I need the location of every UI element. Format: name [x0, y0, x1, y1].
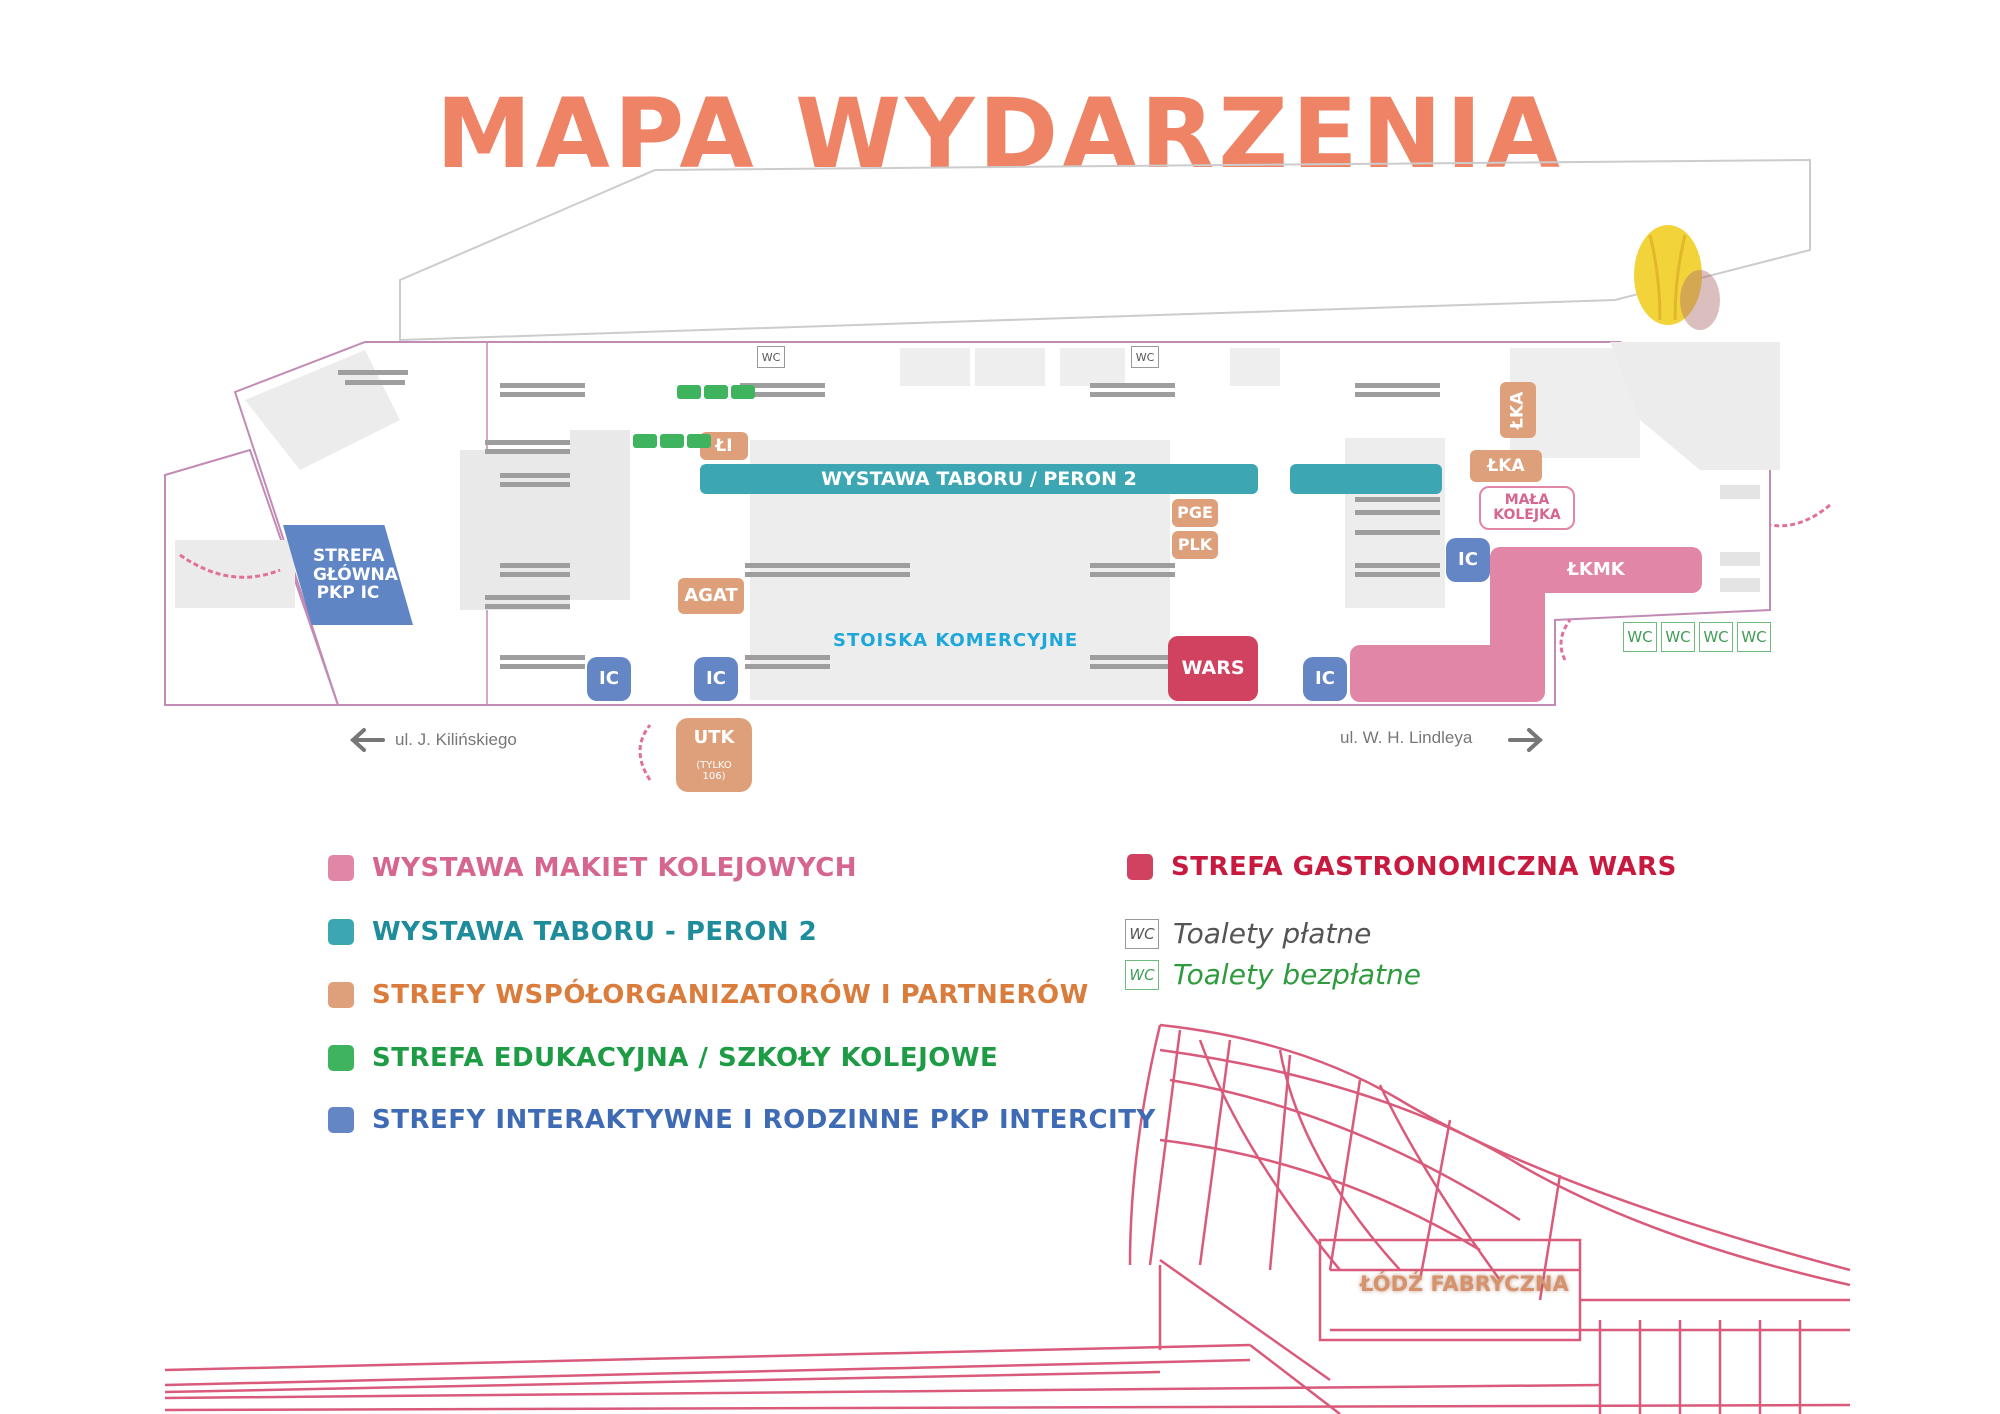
- zone-agat[interactable]: AGAT: [678, 578, 744, 614]
- zone-lka[interactable]: ŁKA: [1470, 450, 1542, 482]
- station-name: ŁÓDŹ FABRYCZNA: [1360, 1272, 1569, 1296]
- wc-text: WC: [1741, 628, 1767, 646]
- legend-label: Toalety bezpłatne: [1173, 958, 1422, 991]
- legend-label: STREFA GASTRONOMICZNA WARS: [1171, 852, 1677, 882]
- zone-label: ŁKA: [1507, 391, 1528, 429]
- zone-mala-kolejka[interactable]: MAŁA KOLEJKA: [1479, 486, 1575, 530]
- legend-item: STREFY INTERAKTYWNE I RODZINNE PKP INTER…: [328, 1105, 1156, 1135]
- wc-paid-marker[interactable]: WC: [1131, 346, 1159, 368]
- wc-free-marker[interactable]: WC: [1661, 622, 1695, 652]
- legend-label: WYSTAWA TABORU - PERON 2: [372, 917, 818, 947]
- legend-swatch: [1127, 854, 1153, 880]
- legend-item: WYSTAWA TABORU - PERON 2: [328, 917, 817, 947]
- wc-text: WC: [1129, 965, 1155, 984]
- legend-wc-paid: WC Toalety płatne: [1125, 917, 1371, 950]
- zone-ic-3[interactable]: IC: [1303, 657, 1347, 701]
- zone-label: STREFA GŁÓWNA PKP IC: [313, 545, 398, 604]
- legend-label: STREFY INTERAKTYWNE I RODZINNE PKP INTER…: [372, 1105, 1156, 1135]
- zone-lka-vertical[interactable]: ŁKA: [1500, 382, 1536, 438]
- education-block[interactable]: [633, 434, 657, 448]
- zone-wars[interactable]: WARS: [1168, 636, 1258, 701]
- legend-item: WYSTAWA MAKIET KOLEJOWYCH: [328, 853, 857, 883]
- wc-text: WC: [1627, 628, 1653, 646]
- zone-ic-4[interactable]: IC: [1446, 538, 1490, 582]
- legend-label: STREFY WSPÓŁORGANIZATORÓW I PARTNERÓW: [372, 980, 1089, 1010]
- zone-label: ŁKMK: [1567, 559, 1625, 581]
- zone-plk[interactable]: PLK: [1172, 531, 1218, 559]
- legend-swatch: [328, 919, 354, 945]
- legend-swatch: [328, 982, 354, 1008]
- balloon-icon: [1634, 225, 1702, 325]
- zone-label: ŁI: [715, 435, 733, 456]
- zone-label: IC: [1458, 549, 1478, 571]
- wc-free-icon: WC: [1125, 959, 1159, 990]
- legend-label: WYSTAWA MAKIET KOLEJOWYCH: [372, 853, 858, 883]
- wc-paid-marker[interactable]: WC: [757, 346, 785, 368]
- stoiska-komercyjne-label: STOISKA KOMERCYJNE: [833, 630, 1079, 651]
- zone-wystawa-taboru[interactable]: WYSTAWA TABORU / PERON 2: [700, 464, 1258, 494]
- zone-label: WARS: [1181, 657, 1245, 680]
- zone-wystawa-taboru-extension[interactable]: [1290, 464, 1442, 494]
- zone-label: UTK: [693, 727, 735, 748]
- zone-label: PLK: [1177, 535, 1213, 555]
- legend-wc-free: WC Toalety bezpłatne: [1125, 958, 1421, 991]
- legend-swatch: [328, 1107, 354, 1133]
- zone-note: (TYLKO 106): [696, 759, 732, 782]
- zone-lkmk-bottom[interactable]: [1350, 645, 1545, 702]
- street-right: ul. W. H. Lindleya: [1340, 728, 1473, 747]
- zone-label: IC: [706, 668, 726, 690]
- zone-label: PGE: [1177, 503, 1213, 523]
- zone-pge[interactable]: PGE: [1172, 499, 1218, 527]
- legend-label: Toalety płatne: [1173, 917, 1372, 950]
- legend-swatch: [328, 1045, 354, 1071]
- education-block[interactable]: [677, 385, 701, 399]
- zone-label: AGAT: [684, 585, 738, 607]
- legend-label: STREFA EDUKACYJNA / SZKOŁY KOLEJOWE: [372, 1043, 999, 1073]
- education-block[interactable]: [660, 434, 684, 448]
- wc-text: WC: [761, 350, 781, 364]
- zone-ic-2[interactable]: IC: [694, 657, 738, 701]
- legend-item: STREFY WSPÓŁORGANIZATORÓW I PARTNERÓW: [328, 980, 1089, 1010]
- education-block[interactable]: [704, 385, 728, 399]
- wc-free-marker[interactable]: WC: [1737, 622, 1771, 652]
- zone-label: ŁKA: [1487, 455, 1525, 476]
- zone-label: IC: [599, 668, 619, 690]
- street-left: ul. J. Kilińskiego: [395, 730, 517, 749]
- wc-text: WC: [1703, 628, 1729, 646]
- wc-text: WC: [1135, 350, 1155, 364]
- legend-swatch: [328, 855, 354, 881]
- zone-label: MAŁA KOLEJKA: [1493, 491, 1561, 523]
- zone-utk[interactable]: UTK (TYLKO 106): [676, 718, 752, 792]
- wc-text: WC: [1129, 924, 1155, 943]
- zone-label: WYSTAWA TABORU / PERON 2: [821, 467, 1137, 490]
- wc-paid-icon: WC: [1125, 918, 1159, 949]
- education-block[interactable]: [687, 434, 711, 448]
- zone-ic-1[interactable]: IC: [587, 657, 631, 701]
- legend-item: STREFA GASTRONOMICZNA WARS: [1127, 852, 1677, 882]
- zone-label: IC: [1315, 668, 1335, 690]
- wc-text: WC: [1665, 628, 1691, 646]
- education-block[interactable]: [731, 385, 755, 399]
- legend-item: STREFA EDUKACYJNA / SZKOŁY KOLEJOWE: [328, 1043, 998, 1073]
- page-title: MAPA WYDARZENIA: [436, 78, 1564, 190]
- wc-free-marker[interactable]: WC: [1623, 622, 1657, 652]
- wc-free-marker[interactable]: WC: [1699, 622, 1733, 652]
